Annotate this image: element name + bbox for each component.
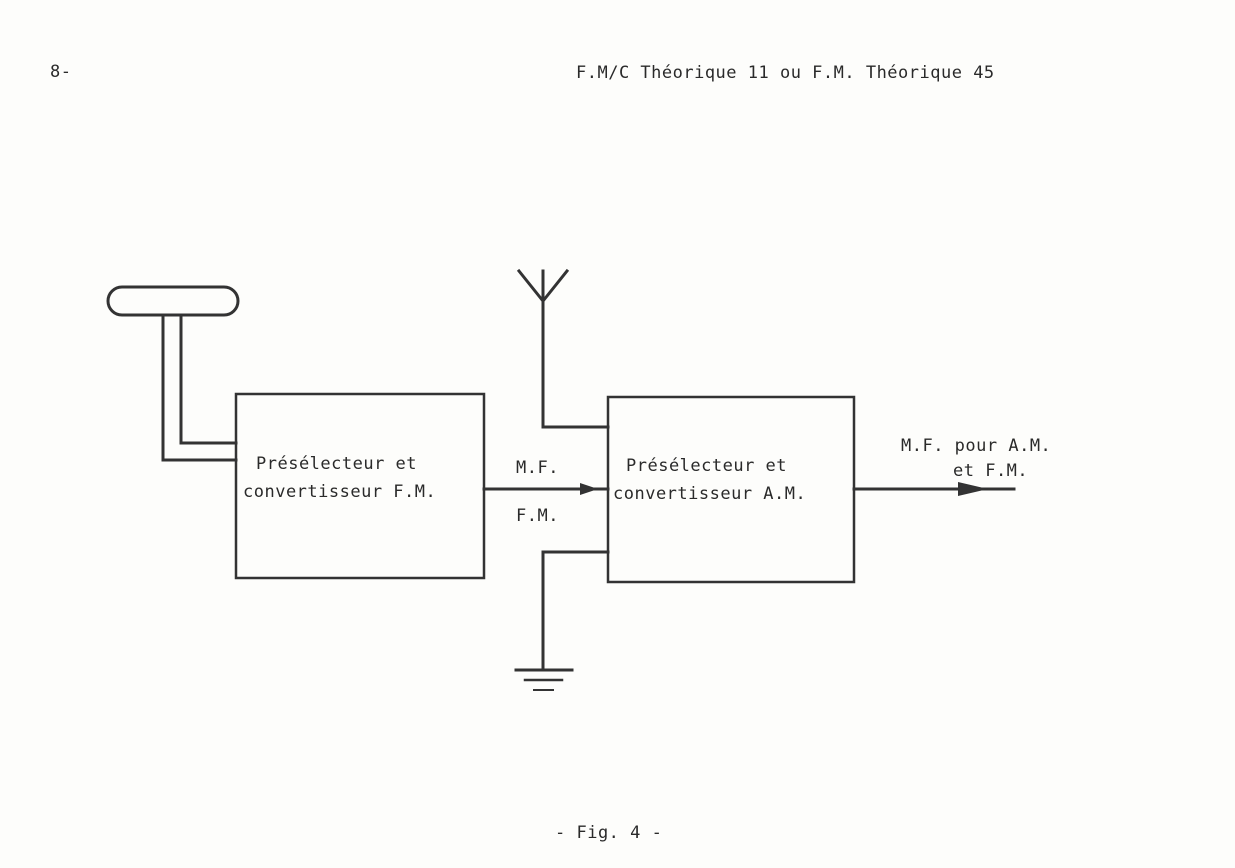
- dipole-feed-line-outer: [161, 313, 238, 462]
- page-header-title: F.M/C Théorique 11 ou F.M. Théorique 45: [576, 63, 995, 83]
- block-am-label-line2: convertisseur A.M.: [613, 484, 806, 504]
- block-fm-label-line1: Présélecteur et: [256, 454, 417, 474]
- am-antenna-lead: [541, 269, 610, 429]
- ground-lead: [541, 550, 610, 670]
- block-am-label-line1: Présélecteur et: [626, 456, 787, 476]
- block-fm-converter: [234, 392, 486, 580]
- page-number: 8-: [50, 62, 72, 82]
- dipole-antenna-icon: [106, 285, 240, 317]
- dipole-feed-line-inner: [179, 313, 238, 445]
- link-label-fm: F.M.: [516, 506, 559, 526]
- output-label-line2: et F.M.: [953, 461, 1028, 481]
- figure-caption: - Fig. 4 -: [555, 823, 663, 843]
- output-label-line1: M.F. pour A.M.: [901, 436, 1051, 456]
- link-arrowhead-icon: [580, 483, 598, 495]
- output-arrowhead-icon: [958, 482, 988, 496]
- block-fm-label-line2: convertisseur F.M.: [243, 482, 436, 502]
- link-label-mf: M.F.: [516, 458, 559, 478]
